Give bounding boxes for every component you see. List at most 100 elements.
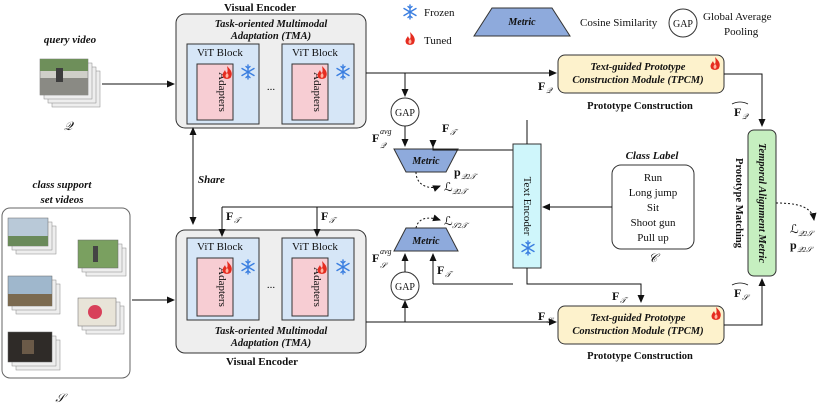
snowflake-icon <box>403 4 417 20</box>
encoder-bottom-title: Visual Encoder <box>226 356 298 368</box>
tpcm-bottom <box>557 305 725 345</box>
legend-gap-line1: Global Average <box>703 11 772 23</box>
legend-metric-label: Metric <box>507 17 536 28</box>
sym-p: p <box>454 165 461 179</box>
tilde-mark <box>731 282 749 286</box>
tma-bottom-line1: Task-oriented Multimodal <box>215 326 328 337</box>
tpcm-bottom-line2: Construction Module (TPCM) <box>572 326 703 337</box>
support-clip <box>77 297 125 335</box>
sym-p: p <box>790 238 797 252</box>
sym-L: ℒ <box>444 214 453 228</box>
support-title-line1: class support <box>33 179 93 191</box>
tma-top-line2: Adaptation (TMA) <box>230 31 311 42</box>
sym-F: F <box>538 309 545 323</box>
sym-sub-T: 𝒯 <box>329 216 338 225</box>
loss-s2t-arrow <box>415 214 441 229</box>
query-title: query video <box>44 34 97 46</box>
text-encoder-label: Text Encoder <box>521 177 533 236</box>
legend-gap-line2: Pooling <box>724 26 759 38</box>
class-symbol: 𝒞 <box>649 251 661 265</box>
support-videos: class support set videos <box>1 179 131 405</box>
sym-sub-Q2T: 𝒬2𝒯 <box>461 172 478 181</box>
class-item: Run <box>644 172 663 184</box>
share-label: Share <box>198 174 225 186</box>
vit-block-bottom-1-label: ViT Block <box>197 241 243 253</box>
adapters-bottom-2-label: Adapters <box>311 267 323 307</box>
tpcm-top <box>557 54 725 94</box>
sym-sub-T: 𝒯 <box>620 296 629 305</box>
metric-bottom <box>393 227 459 252</box>
sym-sub-Q: 𝒬 <box>380 141 387 150</box>
legend-tuned: Tuned <box>424 35 452 47</box>
adapters-bottom-1 <box>196 257 234 317</box>
gap-bottom-label: GAP <box>395 282 415 293</box>
legend-metric-shape <box>473 7 571 37</box>
sym-L: ℒ <box>444 180 453 194</box>
tpcm-bottom-to-tam-arrow <box>724 278 766 326</box>
sym-sub-T: 𝒯 <box>445 270 454 279</box>
tma-bottom-line2: Adaptation (TMA) <box>230 338 311 349</box>
sym-F: F <box>538 79 545 93</box>
tpcm-top-line1: Text-guided Prototype <box>591 62 686 73</box>
tam-label: Temporal Alignment Metric <box>756 143 767 263</box>
adapters-top-1-label: Adapters <box>216 72 228 112</box>
support-title-line2: set videos <box>39 194 83 206</box>
tma-top-line1: Task-oriented Multimodal <box>215 19 328 30</box>
sym-F: F <box>442 121 449 135</box>
class-label-title: Class Label <box>626 150 680 162</box>
legend-frozen: Frozen <box>424 7 455 19</box>
sym-avg: avg <box>380 247 392 256</box>
loss-q2t-arrow <box>415 171 441 192</box>
sym-sub-T: 𝒯 <box>234 216 243 225</box>
sym-sub-Q2S: 𝒬2𝒮 <box>798 229 815 238</box>
support-clip <box>7 331 61 371</box>
support-clip <box>77 239 127 277</box>
flame-icon <box>405 32 415 45</box>
ellipsis: ... <box>267 279 276 291</box>
sym-F: F <box>372 251 379 265</box>
adapters-bottom-2 <box>291 257 329 317</box>
metric-top-label: Metric <box>411 156 440 167</box>
sym-sub-S: 𝒮 <box>380 261 389 270</box>
legend: Frozen Tuned Metric Cosine Similarity GA… <box>403 4 772 47</box>
query-video: query video 𝒬 <box>39 34 101 133</box>
visual-encoder-top: Visual Encoder Task-oriented Multimodal … <box>175 2 367 129</box>
query-symbol: 𝒬 <box>64 119 75 133</box>
tpcm-top-to-tam-arrow <box>724 73 766 127</box>
class-item: Shoot gun <box>631 217 676 229</box>
support-clip <box>7 275 61 315</box>
tpcm-bottom-line1: Text-guided Prototype <box>591 313 686 324</box>
sym-F: F <box>321 209 328 223</box>
sym-F: F <box>437 263 444 277</box>
support-clip <box>7 217 57 255</box>
support-symbol: 𝒮 <box>55 391 68 405</box>
metric-bottom-label: Metric <box>411 236 440 247</box>
sym-sub-S: 𝒮 <box>546 316 555 325</box>
metric-top <box>393 148 459 173</box>
sym-sub-S2T: 𝒮2𝒯 <box>452 221 470 230</box>
vit-block-top-1-label: ViT Block <box>197 47 243 59</box>
sym-F: F <box>612 289 619 303</box>
legend-gap-label: GAP <box>673 19 693 30</box>
class-item: Sit <box>647 202 659 214</box>
sym-sub-Q2S: 𝒬2𝒮 <box>797 245 814 254</box>
gap-top-label: GAP <box>395 108 415 119</box>
adapters-bottom-1-label: Adapters <box>216 267 228 307</box>
tpcm-bottom-caption: Prototype Construction <box>587 351 693 362</box>
vit-block-top-2-label: ViT Block <box>292 47 338 59</box>
tpcm-top-caption: Prototype Construction <box>587 101 693 112</box>
sym-sub-Q2T: 𝒬2𝒯 <box>452 187 469 196</box>
visual-encoder-bottom: ViT Block Adapters ... ViT Block Adapter… <box>175 229 367 368</box>
sym-sub-Q: 𝒬 <box>546 86 553 95</box>
sym-sub-T: 𝒯 <box>450 128 459 137</box>
sym-sub-S: 𝒮 <box>742 293 751 302</box>
adapters-top-2-label: Adapters <box>311 72 323 112</box>
sym-F: F <box>734 105 741 119</box>
sym-F: F <box>734 286 741 300</box>
text-to-tpcm-bottom-arrow <box>526 268 645 303</box>
sym-avg: avg <box>380 127 392 136</box>
tpcm-top-line2: Construction Module (TPCM) <box>572 75 703 86</box>
encoder-top-title: Visual Encoder <box>224 2 296 14</box>
sym-sub-Q: 𝒬 <box>742 112 749 121</box>
